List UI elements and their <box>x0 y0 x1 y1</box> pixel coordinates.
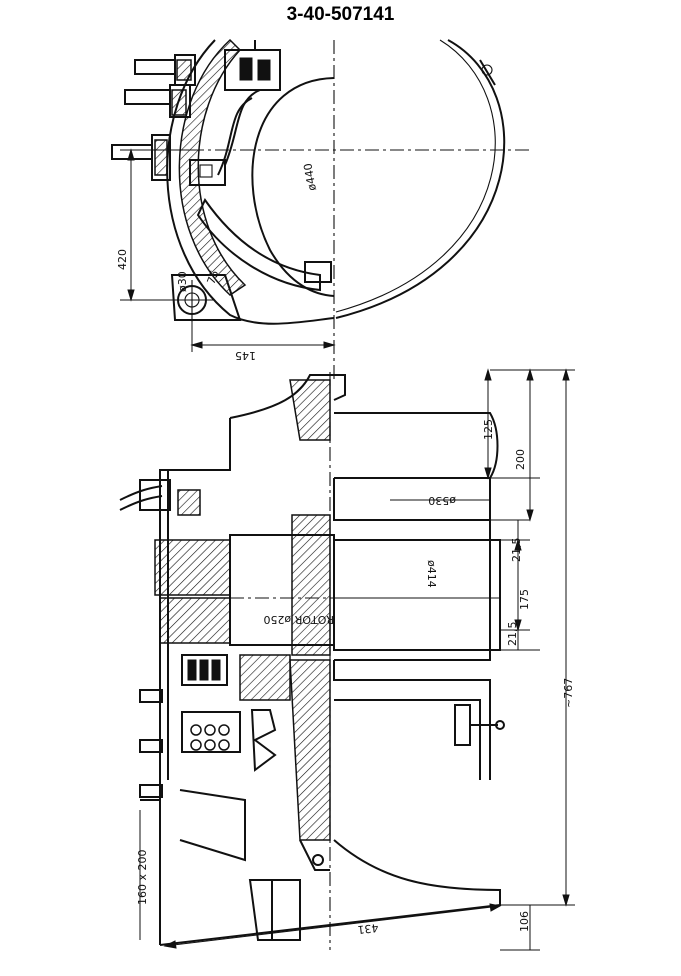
dim-200: 200 <box>514 449 527 470</box>
dim-175: 175 <box>518 589 531 610</box>
dim-125: 125 <box>482 419 495 440</box>
dim-75: 75 <box>205 268 222 286</box>
dim-160x200: 160 x 200 <box>136 850 149 906</box>
side-section-view: 125 200 21,5 175 21,5 ~767 106 ø530 ø414… <box>119 368 575 951</box>
dim-d30: ø30 <box>176 271 189 292</box>
mounting-foot <box>170 274 242 322</box>
dim-431: 431 <box>357 921 379 936</box>
drawing-number: 3-40-507141 <box>286 4 395 25</box>
dim-d530: ø530 <box>428 494 456 507</box>
terminal-bolts <box>111 54 196 181</box>
dim-106: 106 <box>518 911 531 932</box>
rotor-label: ROTOR ø250 <box>263 613 334 626</box>
dim-767: ~767 <box>562 678 575 708</box>
dim-145: 145 <box>235 349 256 362</box>
dim-d440: ø440 <box>301 162 319 192</box>
end-view: 420 ø30 75 ø440 145 <box>111 38 530 380</box>
dim-d414: ø414 <box>425 560 438 588</box>
dim-420: 420 <box>116 249 129 270</box>
dim-21-5-bottom: 21,5 <box>506 622 519 647</box>
